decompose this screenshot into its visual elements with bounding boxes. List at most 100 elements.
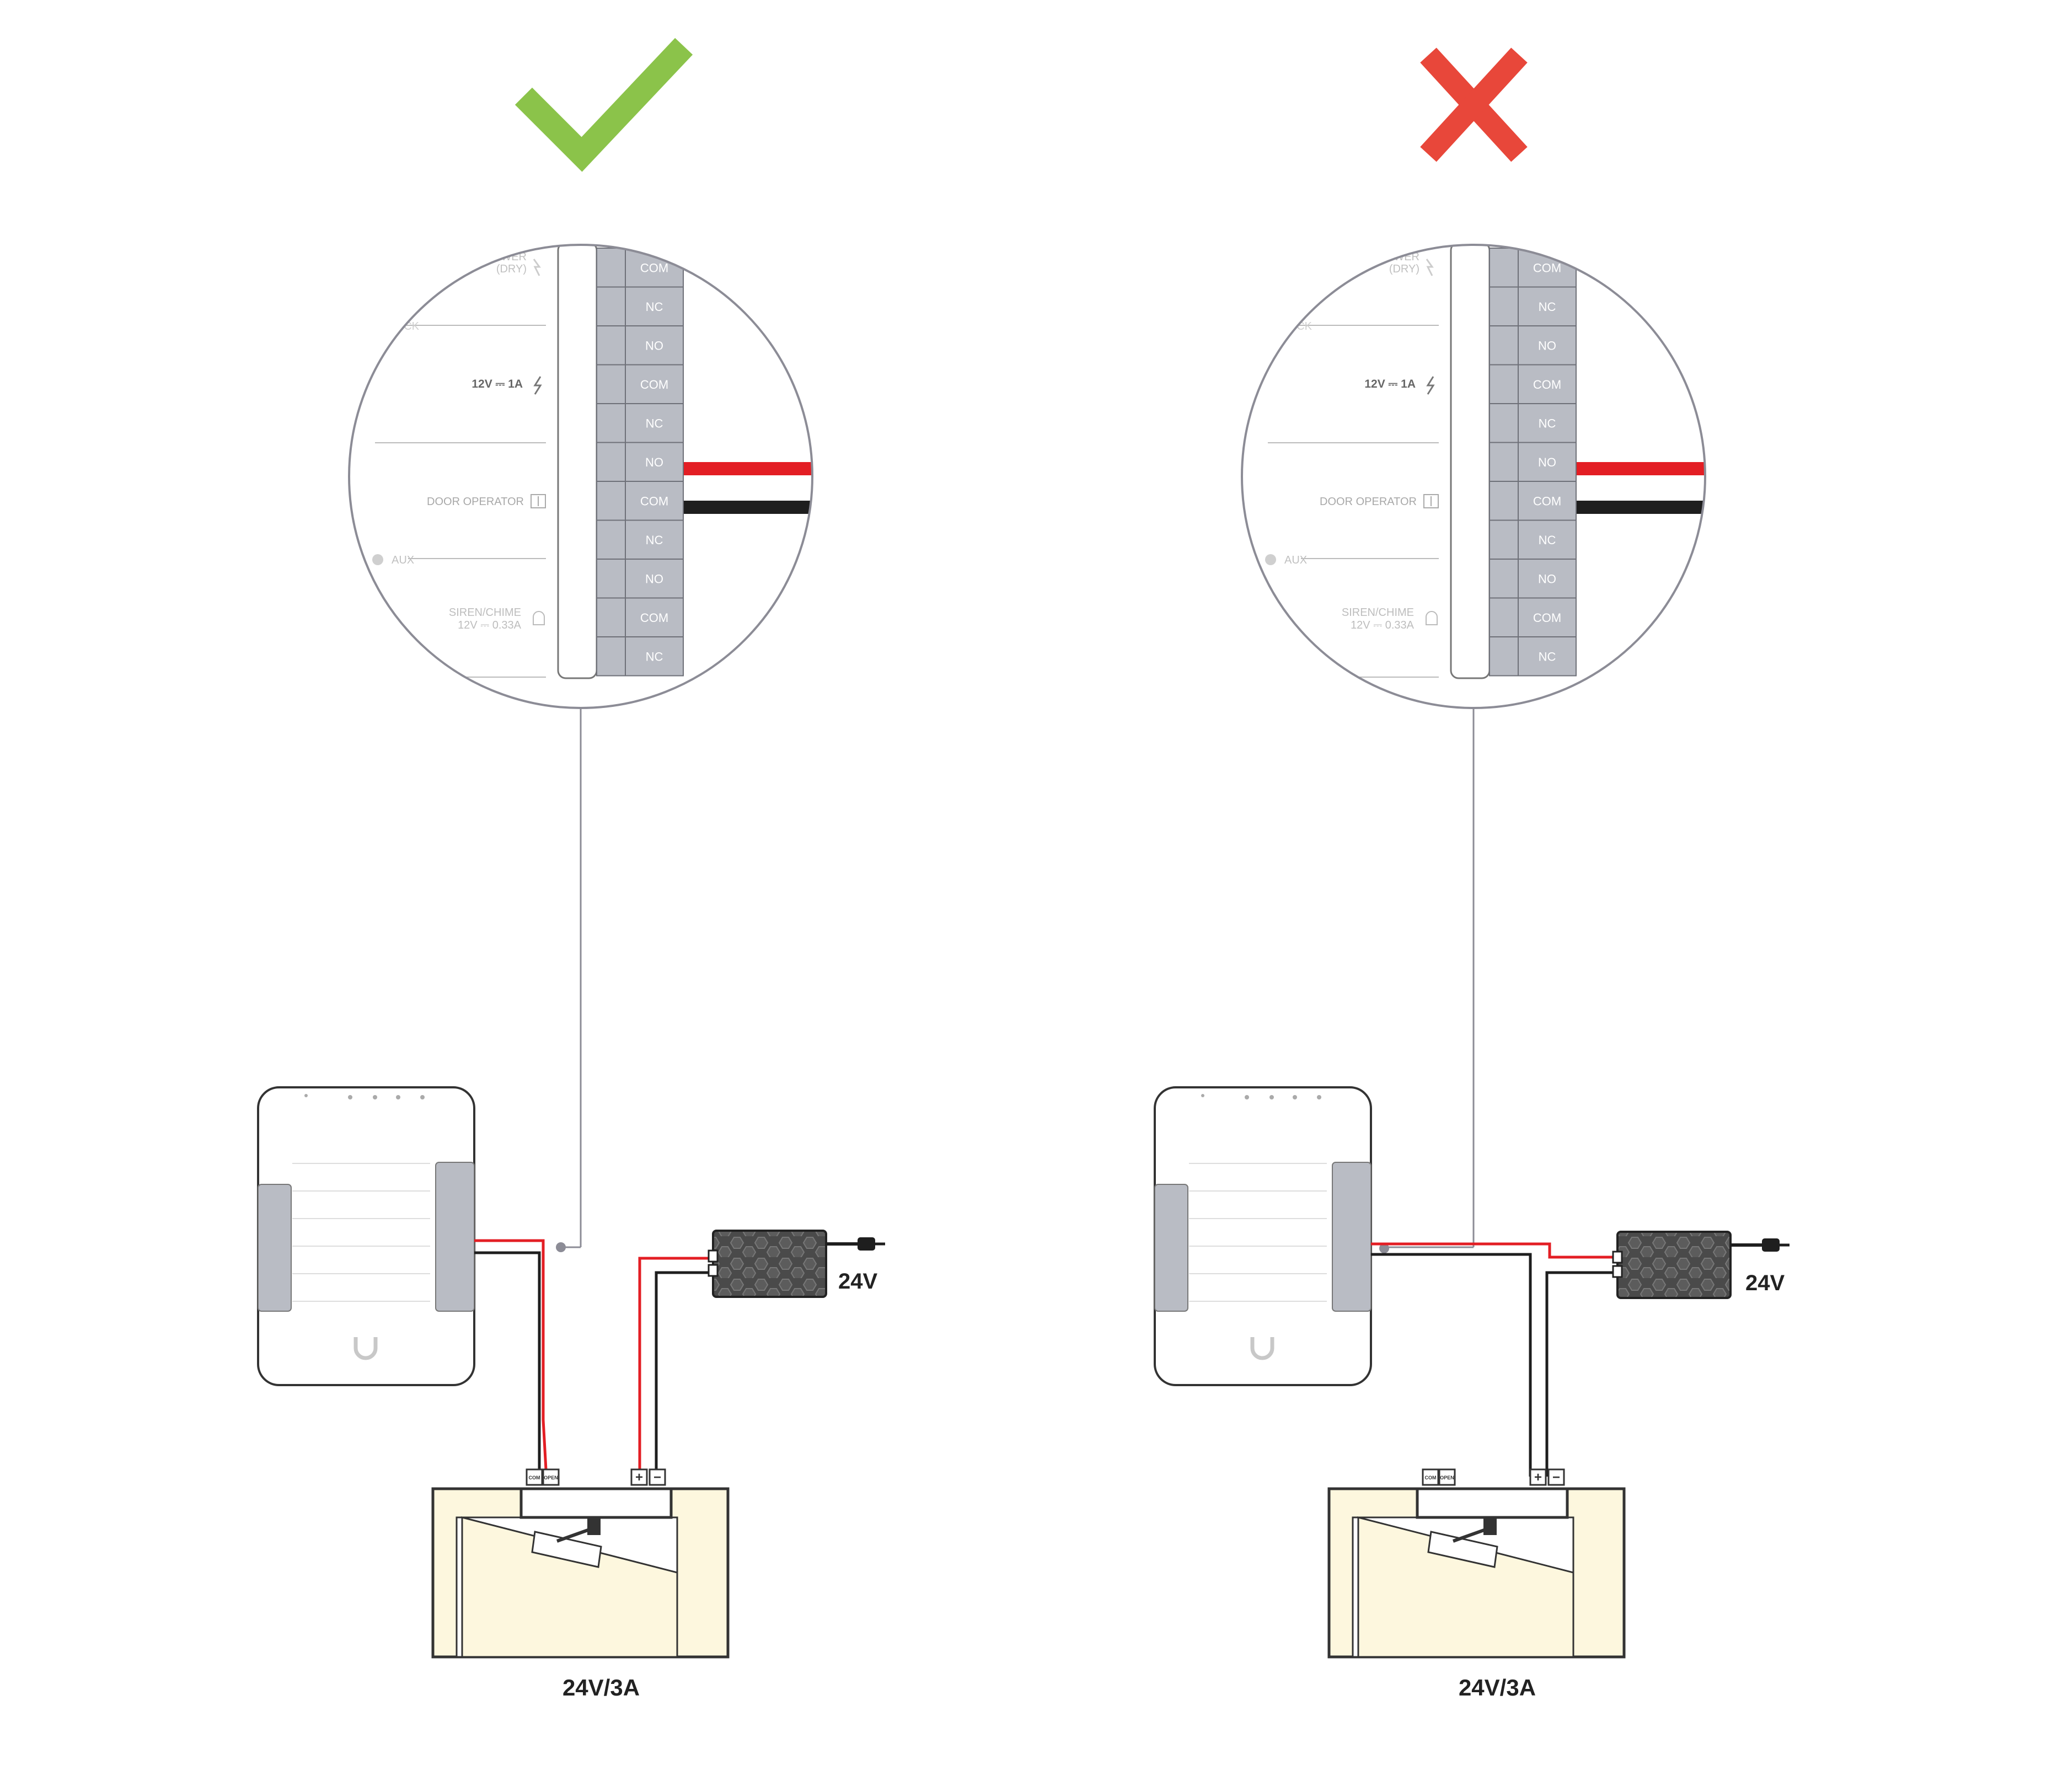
terminal-slot: [596, 403, 626, 443]
terminal-label: NC: [646, 416, 663, 430]
zoom-label-door-operator: DOOR OPERATOR: [427, 496, 524, 508]
operator-terminal: [1422, 1468, 1439, 1486]
operator-terminal-label: +: [1534, 1470, 1542, 1485]
operator-terminal-label: −: [1552, 1470, 1560, 1485]
terminal-label: NC: [646, 650, 663, 663]
terminal-label: NO: [1538, 572, 1556, 586]
bolt-icon: [1426, 376, 1435, 395]
terminal-label: NC: [1539, 416, 1556, 430]
terminal-label-box: [625, 636, 684, 677]
black-wire: [1371, 1253, 1532, 1477]
plug-icon: [858, 1237, 875, 1251]
zoom-label-rating: 12V ⎓ 1A: [1364, 378, 1416, 390]
terminal-label: NC: [646, 533, 663, 547]
plug-icon: [1762, 1238, 1780, 1252]
operator-terminal-label: +: [635, 1470, 643, 1485]
terminal-label-box: [1518, 597, 1577, 637]
terminal-label: NO: [1538, 339, 1556, 352]
terminal-slot: [596, 325, 626, 366]
terminal-slot: [596, 364, 626, 404]
terminal-label: COM: [1533, 494, 1561, 508]
check-icon: [515, 37, 693, 172]
terminal-label: COM: [1533, 378, 1561, 391]
aux-led: [1265, 554, 1276, 565]
black-wire: [474, 1251, 541, 1469]
operator-terminal-label: COM: [1425, 1475, 1437, 1480]
zoom-magnifier: POWER(DRY) LOCK 12V ⎓ 1A DOOR OPERATOR A…: [348, 244, 813, 709]
bell-icon: [533, 611, 545, 625]
terminal-label-box: [625, 442, 684, 482]
terminal-slot: [596, 636, 626, 677]
terminal-label: COM: [640, 378, 668, 391]
terminal-label: NO: [645, 572, 663, 586]
terminal-label-box: [625, 403, 684, 443]
terminal-slot: [1489, 597, 1519, 637]
terminal-label-box: [1518, 442, 1577, 482]
zoom-label-siren: SIREN/CHIME: [1342, 607, 1414, 619]
zoom-label-aux: AUX: [392, 554, 414, 566]
power-supply: 24V: [1612, 1231, 1790, 1299]
panel-correct: POWER(DRY) LOCK 12V ⎓ 1A DOOR OPERATOR A…: [257, 37, 885, 1700]
terminal-slot: [596, 481, 626, 521]
logo-icon: [1250, 1337, 1274, 1360]
panel-incorrect: POWER(DRY) LOCK 12V ⎓ 1A DOOR OPERATOR A…: [1154, 47, 1790, 1700]
terminal-label: NC: [1539, 300, 1556, 314]
terminal-label-box: [625, 481, 684, 521]
terminal-slot: [1489, 364, 1519, 404]
access-hub-device: [1154, 1086, 1372, 1386]
terminal-label-box: [1518, 325, 1577, 366]
terminal-slot: [596, 519, 626, 560]
zoom-anchor-dot: [1379, 1243, 1389, 1253]
zoom-label-siren-rating: 12V ⎓ 0.33A: [458, 619, 522, 631]
operator-terminal: [542, 1468, 560, 1486]
terminal-slot: [1489, 481, 1519, 521]
terminal-slot: [596, 559, 626, 599]
zoom-label-aux: AUX: [1284, 554, 1307, 566]
operator-terminal: [1529, 1468, 1547, 1486]
cross-icon: [1420, 47, 1528, 162]
operator-terminal-label: OPEN: [1440, 1475, 1454, 1480]
psu-black-wire: [655, 1271, 713, 1477]
terminal-slot: [1489, 519, 1519, 560]
bottom-label: 24V/3A: [562, 1675, 640, 1700]
terminal-label: NC: [1539, 650, 1556, 663]
operator-terminal: [630, 1468, 648, 1486]
zoom-label-rating: 12V ⎓ 1A: [472, 378, 523, 390]
operator-terminal-label: OPEN: [544, 1475, 558, 1480]
logo-icon: [353, 1337, 378, 1360]
terminal-slot: [596, 286, 626, 326]
power-supply: 24V: [708, 1230, 885, 1298]
red-wire: [474, 1239, 548, 1470]
red-wire-zoom: [684, 462, 812, 475]
terminal-label: COM: [1533, 261, 1561, 275]
zoom-label-door-operator: DOOR OPERATOR: [1320, 496, 1417, 508]
terminal-slot: [1489, 442, 1519, 482]
zoom-label-siren: SIREN/CHIME: [449, 607, 521, 619]
bell-icon: [1426, 611, 1438, 625]
terminal-label: COM: [640, 494, 668, 508]
terminal-label: NO: [645, 339, 663, 352]
terminal-slot: [1489, 403, 1519, 443]
bolt-icon: [533, 376, 542, 395]
terminal-label-box: [625, 597, 684, 637]
terminal-slot: [1489, 286, 1519, 326]
operator-terminal: [1438, 1468, 1456, 1486]
terminal-label: COM: [640, 261, 668, 275]
terminal-label-box: [1518, 481, 1577, 521]
aux-led: [372, 554, 383, 565]
operator-terminal: [526, 1468, 543, 1486]
terminal-slot: [596, 442, 626, 482]
operator-terminal: [1547, 1468, 1565, 1486]
terminal-label: NC: [646, 300, 663, 314]
psu-label: 24V: [838, 1269, 877, 1294]
operator-terminal-label: −: [653, 1470, 661, 1485]
terminal-label: NO: [1538, 455, 1556, 469]
door-operator-icon: [1423, 494, 1439, 508]
zoom-label-siren-rating: 12V ⎓ 0.33A: [1351, 619, 1415, 631]
terminal-slot: [1489, 559, 1519, 599]
psu-red-wire: [638, 1257, 713, 1477]
door-operator-icon: [531, 494, 546, 508]
terminal-label: COM: [1533, 611, 1561, 625]
